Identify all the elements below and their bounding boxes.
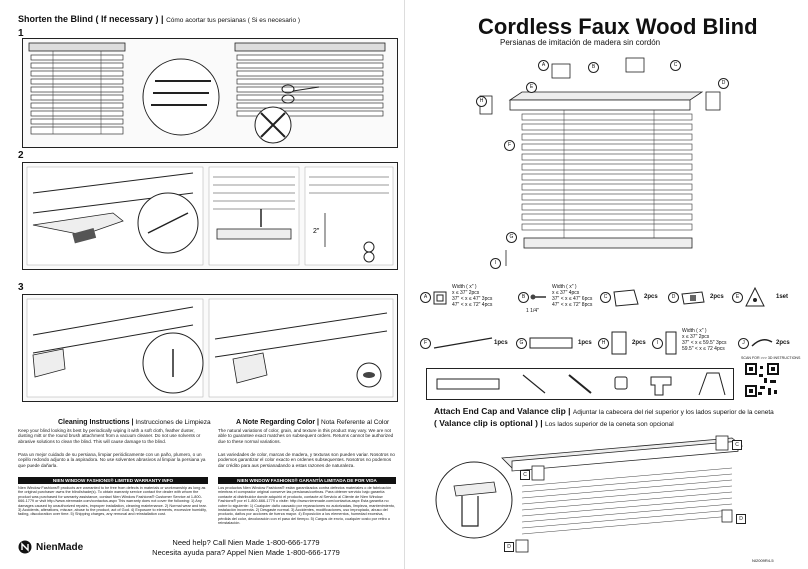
part-c-label: C — [600, 292, 611, 303]
color-note-heading: A Note Regarding Color | Nota Referente … — [236, 419, 390, 426]
attach-end-cap-diagram: C C D D — [432, 430, 772, 558]
qr-code-icon[interactable] — [744, 362, 780, 398]
valance-clip-icon — [681, 291, 705, 305]
diagram-label-a: A — [538, 60, 549, 71]
diagram-label-c: C — [670, 60, 681, 71]
tape-measure-icon — [614, 376, 628, 390]
part-d-label: D — [668, 292, 679, 303]
qr-caption: SCAN FOR >>> 3D INSTRUCTIONS — [741, 356, 801, 360]
diagram-label-d: D — [718, 78, 729, 89]
help-line-es: Necesita ayuda para? Appel Nien Made 1-8… — [152, 548, 340, 557]
part-d-count: 2pcs — [710, 294, 724, 300]
part-h-label: H — [598, 338, 609, 349]
screw-icon — [530, 294, 546, 300]
parts-row-2: F 1pcs G 1pcs H 2pcs I Width ( x" )x ≤ 3… — [420, 328, 800, 364]
tilt-wand-icon — [433, 337, 493, 349]
end-cap-icon — [613, 289, 639, 307]
diagram-label-h: H — [476, 96, 487, 107]
part-g-count: 1pcs — [578, 340, 592, 346]
step-number-3: 3 — [18, 282, 24, 293]
part-e-count: 1set — [776, 294, 789, 300]
diagram-label-e: E — [526, 82, 537, 93]
part-f-label: F — [420, 338, 431, 349]
diagram-label-f: F — [504, 140, 515, 151]
part-b-label: B — [518, 292, 529, 303]
color-note-text-es: Las variedades de color, marcas de mader… — [218, 452, 395, 468]
exploded-blind-diagram: A B C D E F G H I — [470, 52, 740, 274]
part-a-label: A — [420, 292, 431, 303]
level-icon — [436, 378, 500, 390]
pencil-icon — [522, 374, 546, 394]
color-note-text-en: The natural variations of color, grain, … — [218, 428, 394, 444]
shorten-heading: Shorten the Blind ( If necessary ) | Cóm… — [18, 14, 301, 24]
valance-optional-heading: ( Valance clip is optional ) | Los lados… — [434, 418, 674, 428]
warranty-text-en: Nien Window Fashions® products are warra… — [18, 486, 207, 517]
brand-name: NienMade — [36, 541, 84, 553]
step-number-2: 2 — [18, 150, 24, 161]
doc-code: NI2009R4-5 — [752, 558, 774, 563]
cleaning-heading: Cleaning Instructions | Instrucciones de… — [58, 419, 211, 426]
warranty-bar-en: NIEN WINDOW FASHIONS® LIMITED WARRANTY I… — [18, 477, 208, 484]
attach-label-d-left: D — [504, 542, 514, 552]
tools-box — [426, 368, 734, 400]
valance-clip-small-icon — [665, 331, 677, 355]
product-subtitle: Persianas de imitación de madera sin cor… — [500, 38, 661, 47]
part-h-count: 2pcs — [632, 340, 646, 346]
part-j-count: 2pcs — [776, 340, 790, 346]
part-f-count: 1pcs — [494, 340, 508, 346]
attach-label-d: D — [736, 514, 746, 524]
product-title: Cordless Faux Wood Blind — [478, 14, 758, 39]
part-i-label: I — [652, 338, 663, 349]
warranty-bar-es: NIEN WINDOW FASHIONS® GARANTÍA LIMITADA … — [218, 477, 396, 484]
drill-icon — [650, 376, 672, 396]
valance-return-icon — [611, 331, 627, 355]
diagram-label-g: G — [506, 232, 517, 243]
nienmade-logo-icon — [18, 540, 32, 554]
part-g-label: G — [516, 338, 527, 349]
hook-icon — [751, 339, 773, 347]
required-tools — [436, 372, 726, 396]
cleaning-text-es: Para un mejor cuidado de su persiana, li… — [18, 452, 206, 468]
part-e-label: E — [732, 292, 743, 303]
step-2-illustration: 2" — [22, 162, 398, 270]
hold-down-bracket-icon — [745, 286, 765, 307]
attach-heading: Attach End Cap and Valance clip | Adjunt… — [434, 406, 774, 416]
bracket-icon — [433, 291, 447, 305]
valance-icon — [529, 337, 573, 349]
page-divider — [404, 0, 405, 569]
screwdriver-icon — [568, 374, 592, 394]
cleaning-text-en: Keep your blind looking its best by peri… — [18, 428, 201, 444]
screw-size: 1 1/4" — [526, 308, 539, 314]
part-c-count: 2pcs — [644, 294, 658, 300]
step-3-illustration — [22, 294, 398, 402]
brand-logo: NienMade — [18, 540, 83, 554]
attach-label-c: C — [520, 470, 530, 480]
step-1-illustration — [22, 38, 398, 148]
dim-label: 2" — [313, 228, 320, 235]
help-line-en: Need help? Call Nien Made 1-800-666-1779 — [172, 538, 320, 547]
warranty-text-es: Los productos Nien Window Fashions® está… — [218, 486, 396, 526]
step-number-1: 1 — [18, 28, 24, 39]
diagram-label-b: B — [588, 62, 599, 73]
part-j-label: J — [738, 338, 749, 349]
attach-label-c-right: C — [732, 440, 742, 450]
ladder-icon — [698, 372, 726, 396]
diagram-label-i: I — [490, 258, 501, 269]
